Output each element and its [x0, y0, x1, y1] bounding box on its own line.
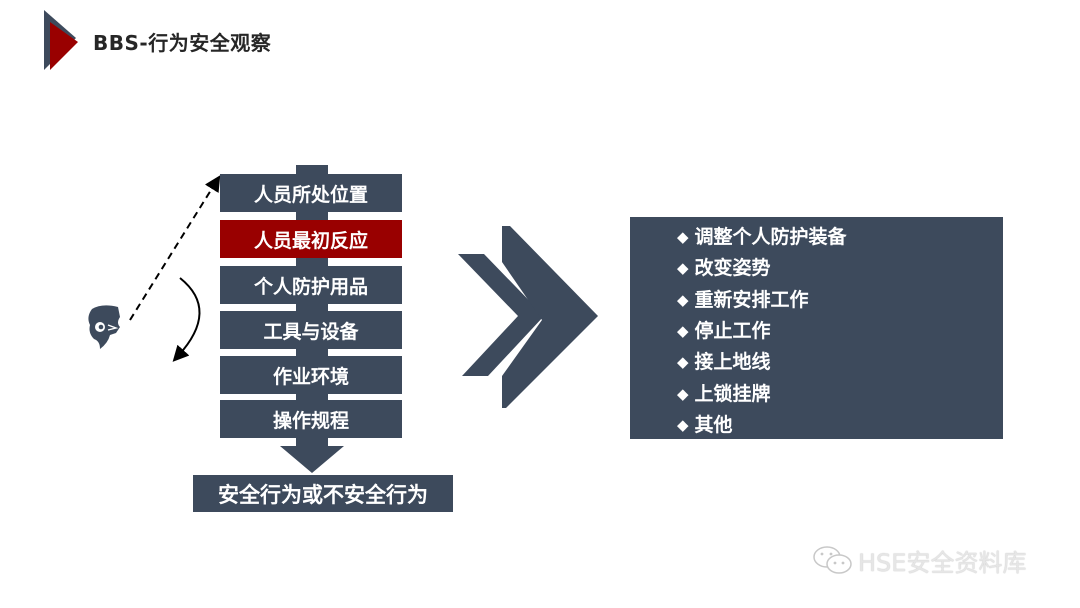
page-title: BBS-行为安全观察: [93, 31, 272, 55]
diamond-bullet-icon: ◆: [677, 415, 689, 434]
diamond-bullet-icon: ◆: [677, 290, 689, 309]
stack-item-position: 人员所处位置: [220, 174, 402, 212]
diamond-bullet-icon: ◆: [677, 259, 689, 278]
action-item: ◆上锁挂牌: [677, 378, 1003, 409]
observer-head-icon: [88, 305, 120, 349]
wechat-icon: [813, 545, 852, 574]
result-box: 安全行为或不安全行为: [193, 475, 453, 512]
diamond-bullet-icon: ◆: [677, 353, 689, 372]
action-item: ◆调整个人防护装备: [677, 222, 1003, 253]
action-item: ◆改变姿势: [677, 253, 1003, 284]
action-item: ◆接上地线: [677, 347, 1003, 378]
title-logo-icon: [44, 10, 78, 70]
sight-line-arrow: [129, 175, 221, 362]
diamond-bullet-icon: ◆: [677, 384, 689, 403]
stack-item-initial-reaction: 人员最初反应: [220, 220, 402, 258]
stack-item-ppe: 个人防护用品: [220, 266, 402, 304]
double-chevron-icon: [458, 226, 598, 408]
action-item: ◆重新安排工作: [677, 285, 1003, 316]
down-arrow-icon: [280, 446, 344, 473]
stack-item-environment: 作业环境: [220, 356, 402, 394]
action-item: ◆其他: [677, 410, 1003, 441]
stack-item-procedure: 操作规程: [220, 400, 402, 438]
watermark: HSE安全资料库: [812, 543, 1026, 578]
action-item: ◆停止工作: [677, 316, 1003, 347]
diamond-bullet-icon: ◆: [677, 228, 689, 247]
stack-item-tools: 工具与设备: [220, 311, 402, 349]
diamond-bullet-icon: ◆: [677, 322, 689, 341]
corrective-actions-panel: ◆调整个人防护装备 ◆改变姿势 ◆重新安排工作 ◆停止工作 ◆接上地线 ◆上锁挂…: [630, 217, 1003, 439]
